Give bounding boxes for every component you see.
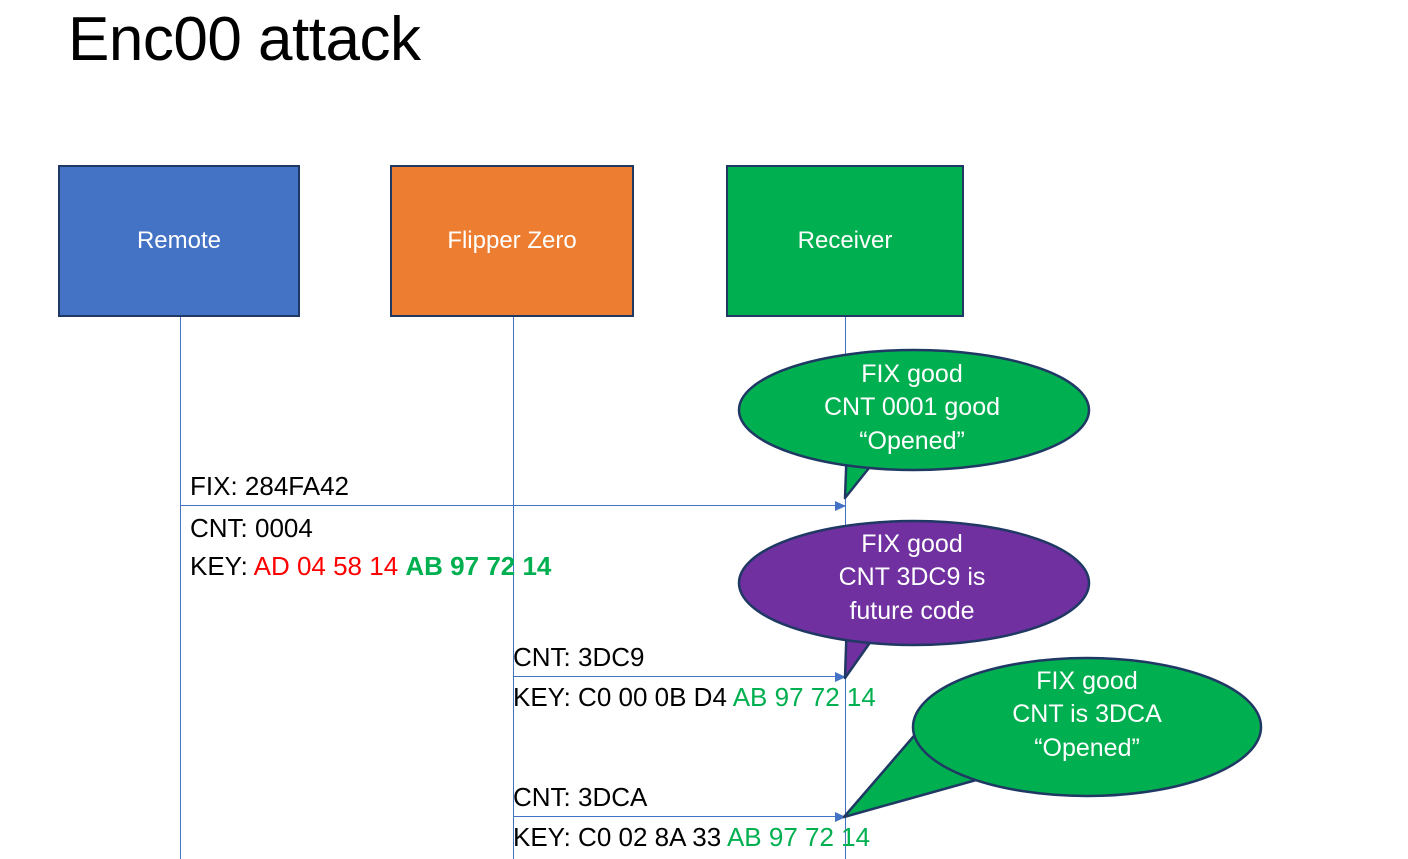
message-arrow-remote-to-receiver (180, 500, 846, 511)
message-2-key-first-half: C0 00 0B D4 (578, 682, 727, 712)
message-2-key-label: KEY: C0 00 0B D4 AB 97 72 14 (513, 681, 876, 714)
lifeline-flipper-zero (513, 317, 514, 859)
actor-box-receiver[interactable]: Receiver (726, 165, 964, 317)
page-title: Enc00 attack (68, 5, 421, 74)
message-arrow-flipper-to-receiver-1 (513, 671, 846, 682)
message-3-key-second-half: AB 97 72 14 (726, 822, 871, 852)
message-1-key-prefix: KEY: (190, 551, 254, 581)
message-1-key-first-half: AD 04 58 14 (253, 551, 399, 581)
message-1-fix-label: FIX: 284FA42 (190, 471, 349, 501)
callout-bubble-receiver-accepts-0001[interactable]: FIX good CNT 0001 good “Opened” (737, 348, 1092, 513)
actor-label-remote: Remote (136, 226, 222, 254)
message-3-cnt-label: CNT: 3DCA (513, 782, 648, 812)
message-3-key-first-half: C0 02 8A 33 (578, 822, 722, 852)
actor-label-flipper-zero: Flipper Zero (447, 226, 577, 254)
actor-label-receiver: Receiver (797, 226, 893, 254)
message-1-key-second-half: AB 97 72 14 (405, 551, 552, 581)
message-2-key-second-half: AB 97 72 14 (732, 682, 876, 712)
callout-bubble-receiver-accepts-3dca[interactable]: FIX good CNT is 3DCA “Opened” (842, 655, 1272, 840)
message-arrow-flipper-to-receiver-2 (513, 811, 846, 822)
message-1-key-label: KEY: AD 04 58 14 AB 97 72 14 (190, 550, 551, 583)
message-1-cnt-label: CNT: 0004 (190, 513, 313, 543)
message-3-key-prefix: KEY: (513, 822, 579, 852)
actor-box-remote[interactable]: Remote (58, 165, 300, 317)
message-3-key-label: KEY: C0 02 8A 33 AB 97 72 14 (513, 821, 870, 854)
message-2-key-prefix: KEY: (513, 682, 579, 712)
actor-box-flipper-zero[interactable]: Flipper Zero (390, 165, 634, 317)
lifeline-remote (180, 317, 181, 859)
message-2-cnt-label: CNT: 3DC9 (513, 642, 645, 672)
